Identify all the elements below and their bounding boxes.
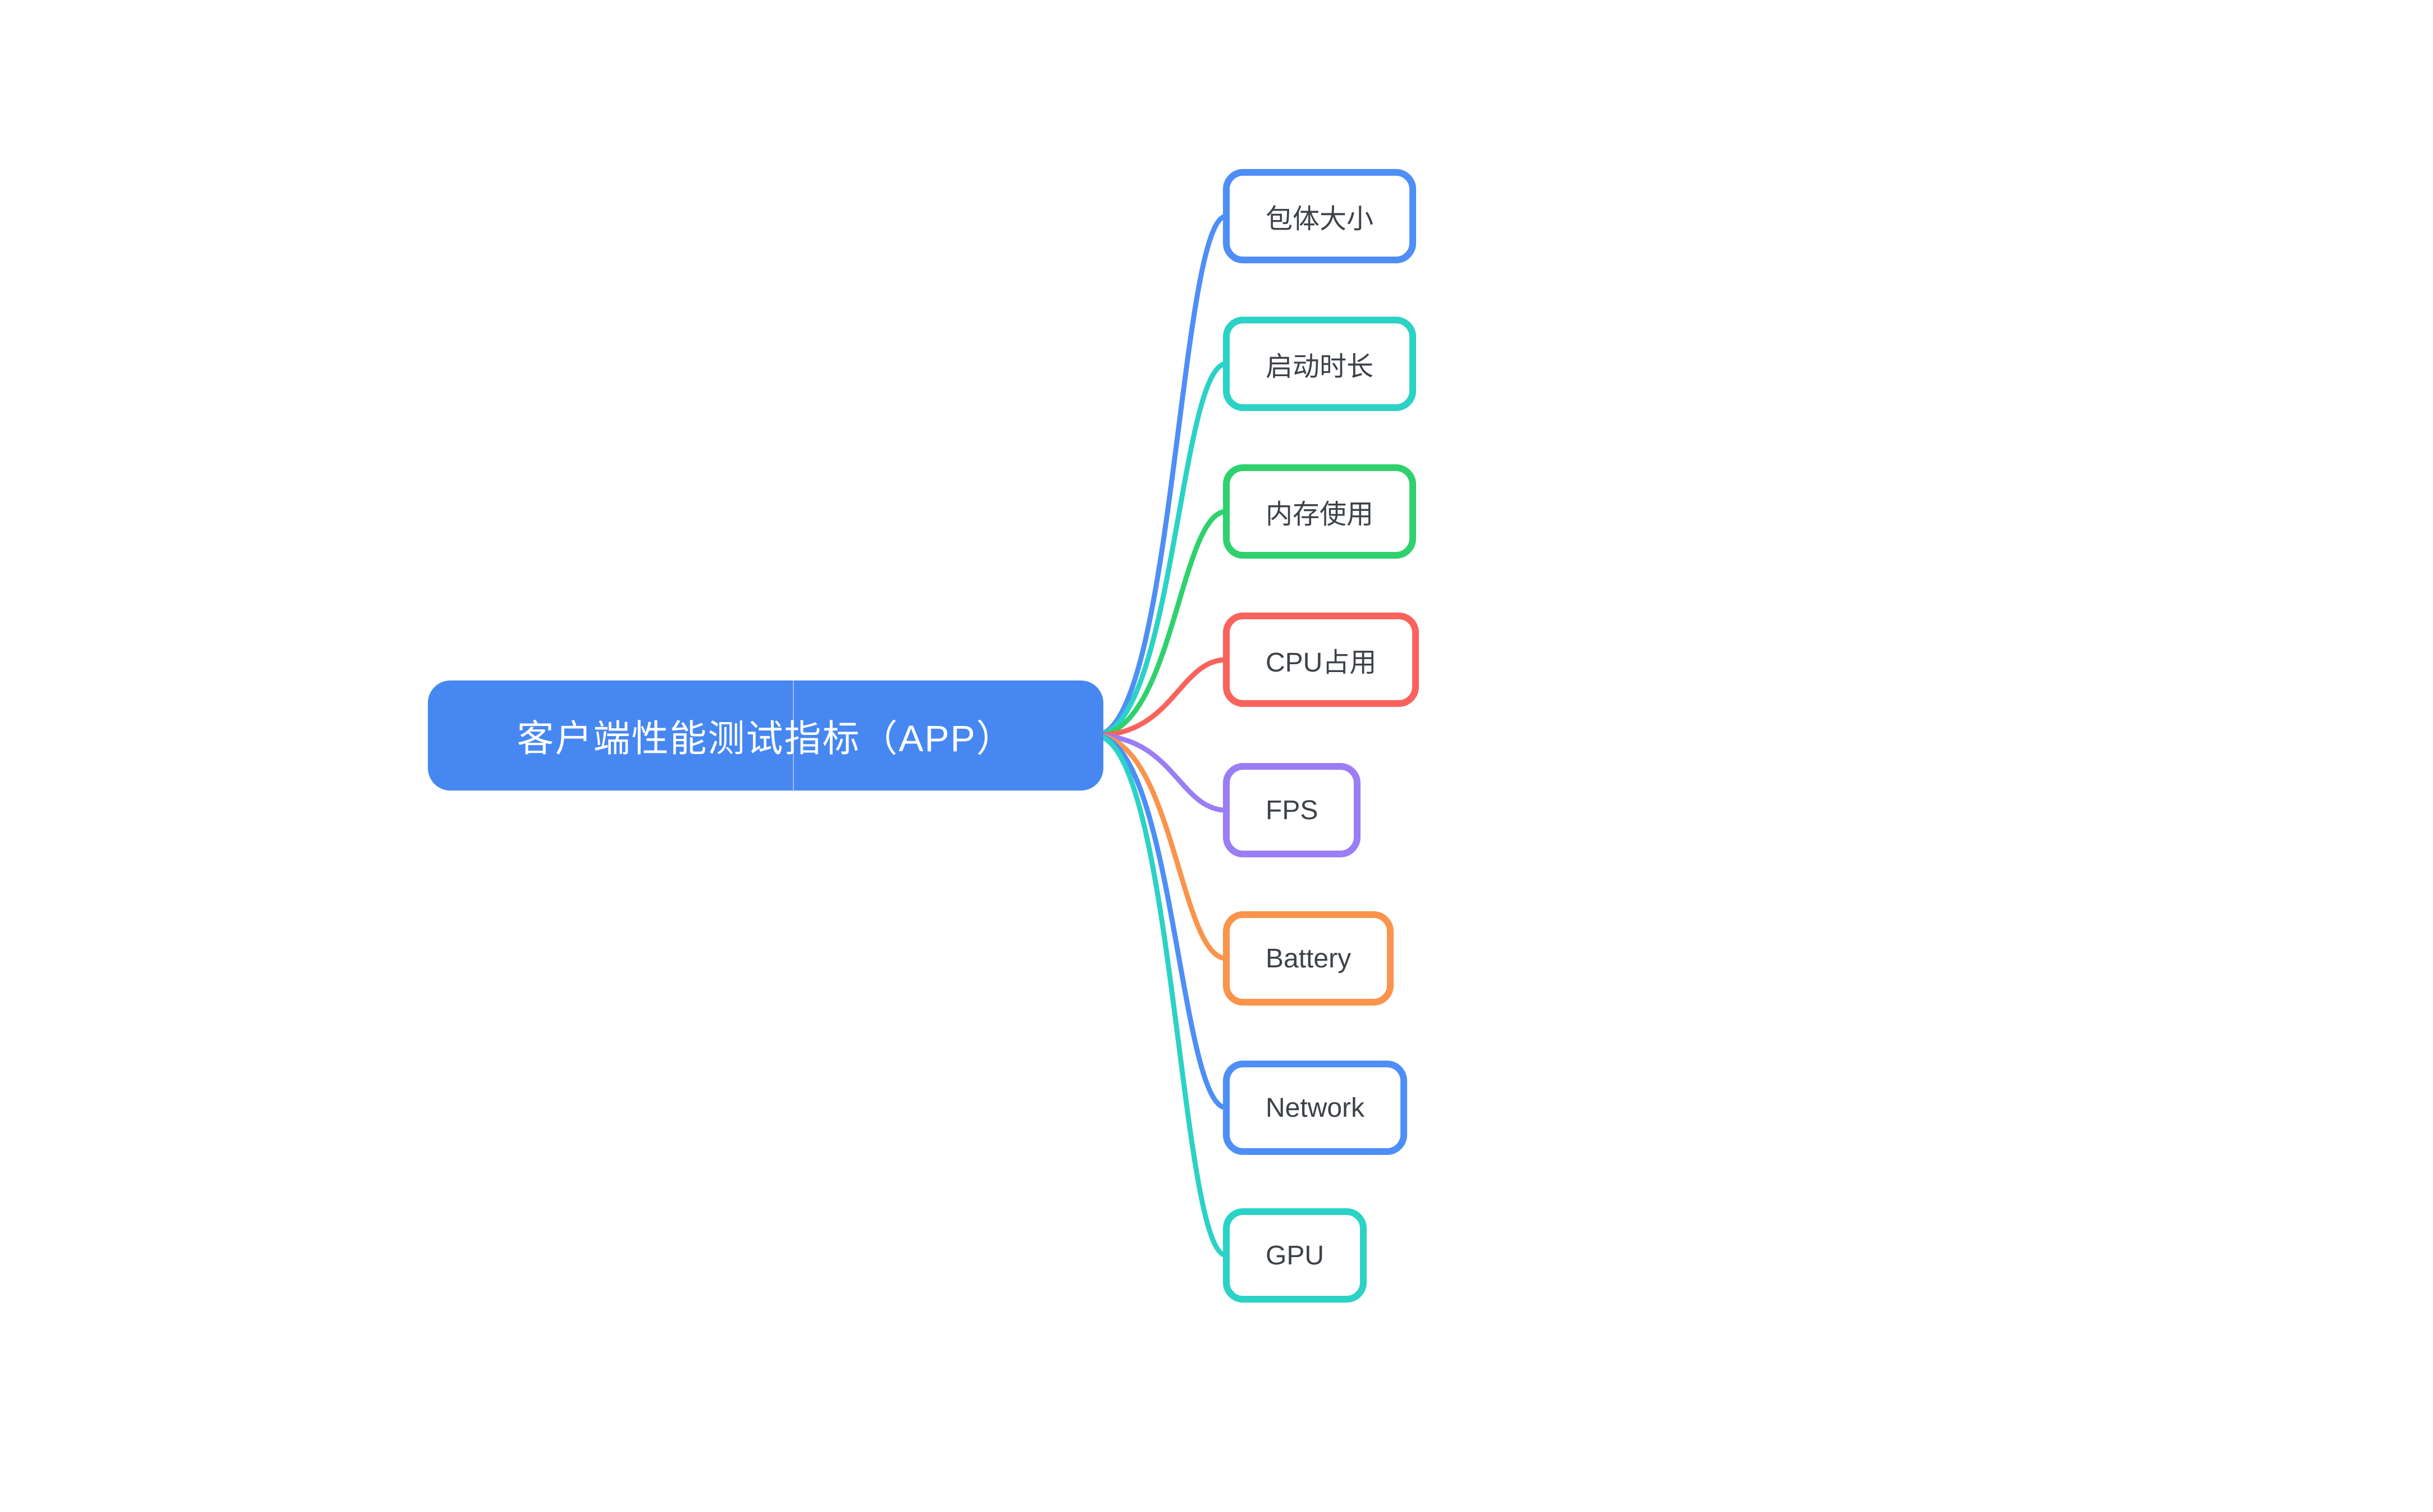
child-node-label: 启动时长 [1266, 352, 1374, 382]
child-node-cpu-usage[interactable]: CPU占用 [1223, 613, 1419, 707]
edge-gpu [1092, 733, 1229, 1258]
child-node-fps[interactable]: FPS [1223, 763, 1361, 857]
root-node[interactable]: 客户端性能测试指标（APP） [428, 680, 1103, 791]
child-node-label: 包体大小 [1266, 204, 1374, 234]
child-node-label: 内存使用 [1266, 500, 1374, 529]
child-node-label: CPU占用 [1266, 648, 1377, 678]
child-node-label: FPS [1266, 795, 1318, 825]
edge-cpu-usage [1092, 657, 1229, 738]
edge-network [1092, 733, 1229, 1111]
child-node-network[interactable]: Network [1223, 1061, 1408, 1155]
edge-fps [1092, 733, 1229, 813]
child-node-label: Network [1266, 1093, 1365, 1123]
child-node-memory-usage[interactable]: 内存使用 [1223, 464, 1417, 559]
root-node-label: 客户端性能测试指标（APP） [517, 718, 1015, 759]
child-node-startup-duration[interactable]: 启动时长 [1223, 317, 1417, 411]
child-node-package-size[interactable]: 包体大小 [1223, 169, 1417, 263]
edge-memory-usage [1092, 509, 1229, 738]
edge-battery [1092, 733, 1229, 961]
edge-startup-duration [1092, 361, 1229, 738]
child-node-gpu[interactable]: GPU [1223, 1208, 1367, 1303]
root-node-divider [792, 680, 794, 791]
edge-package-size [1092, 213, 1229, 738]
child-node-battery[interactable]: Battery [1223, 911, 1394, 1006]
child-node-label: GPU [1266, 1240, 1325, 1271]
child-node-label: Battery [1266, 943, 1352, 974]
